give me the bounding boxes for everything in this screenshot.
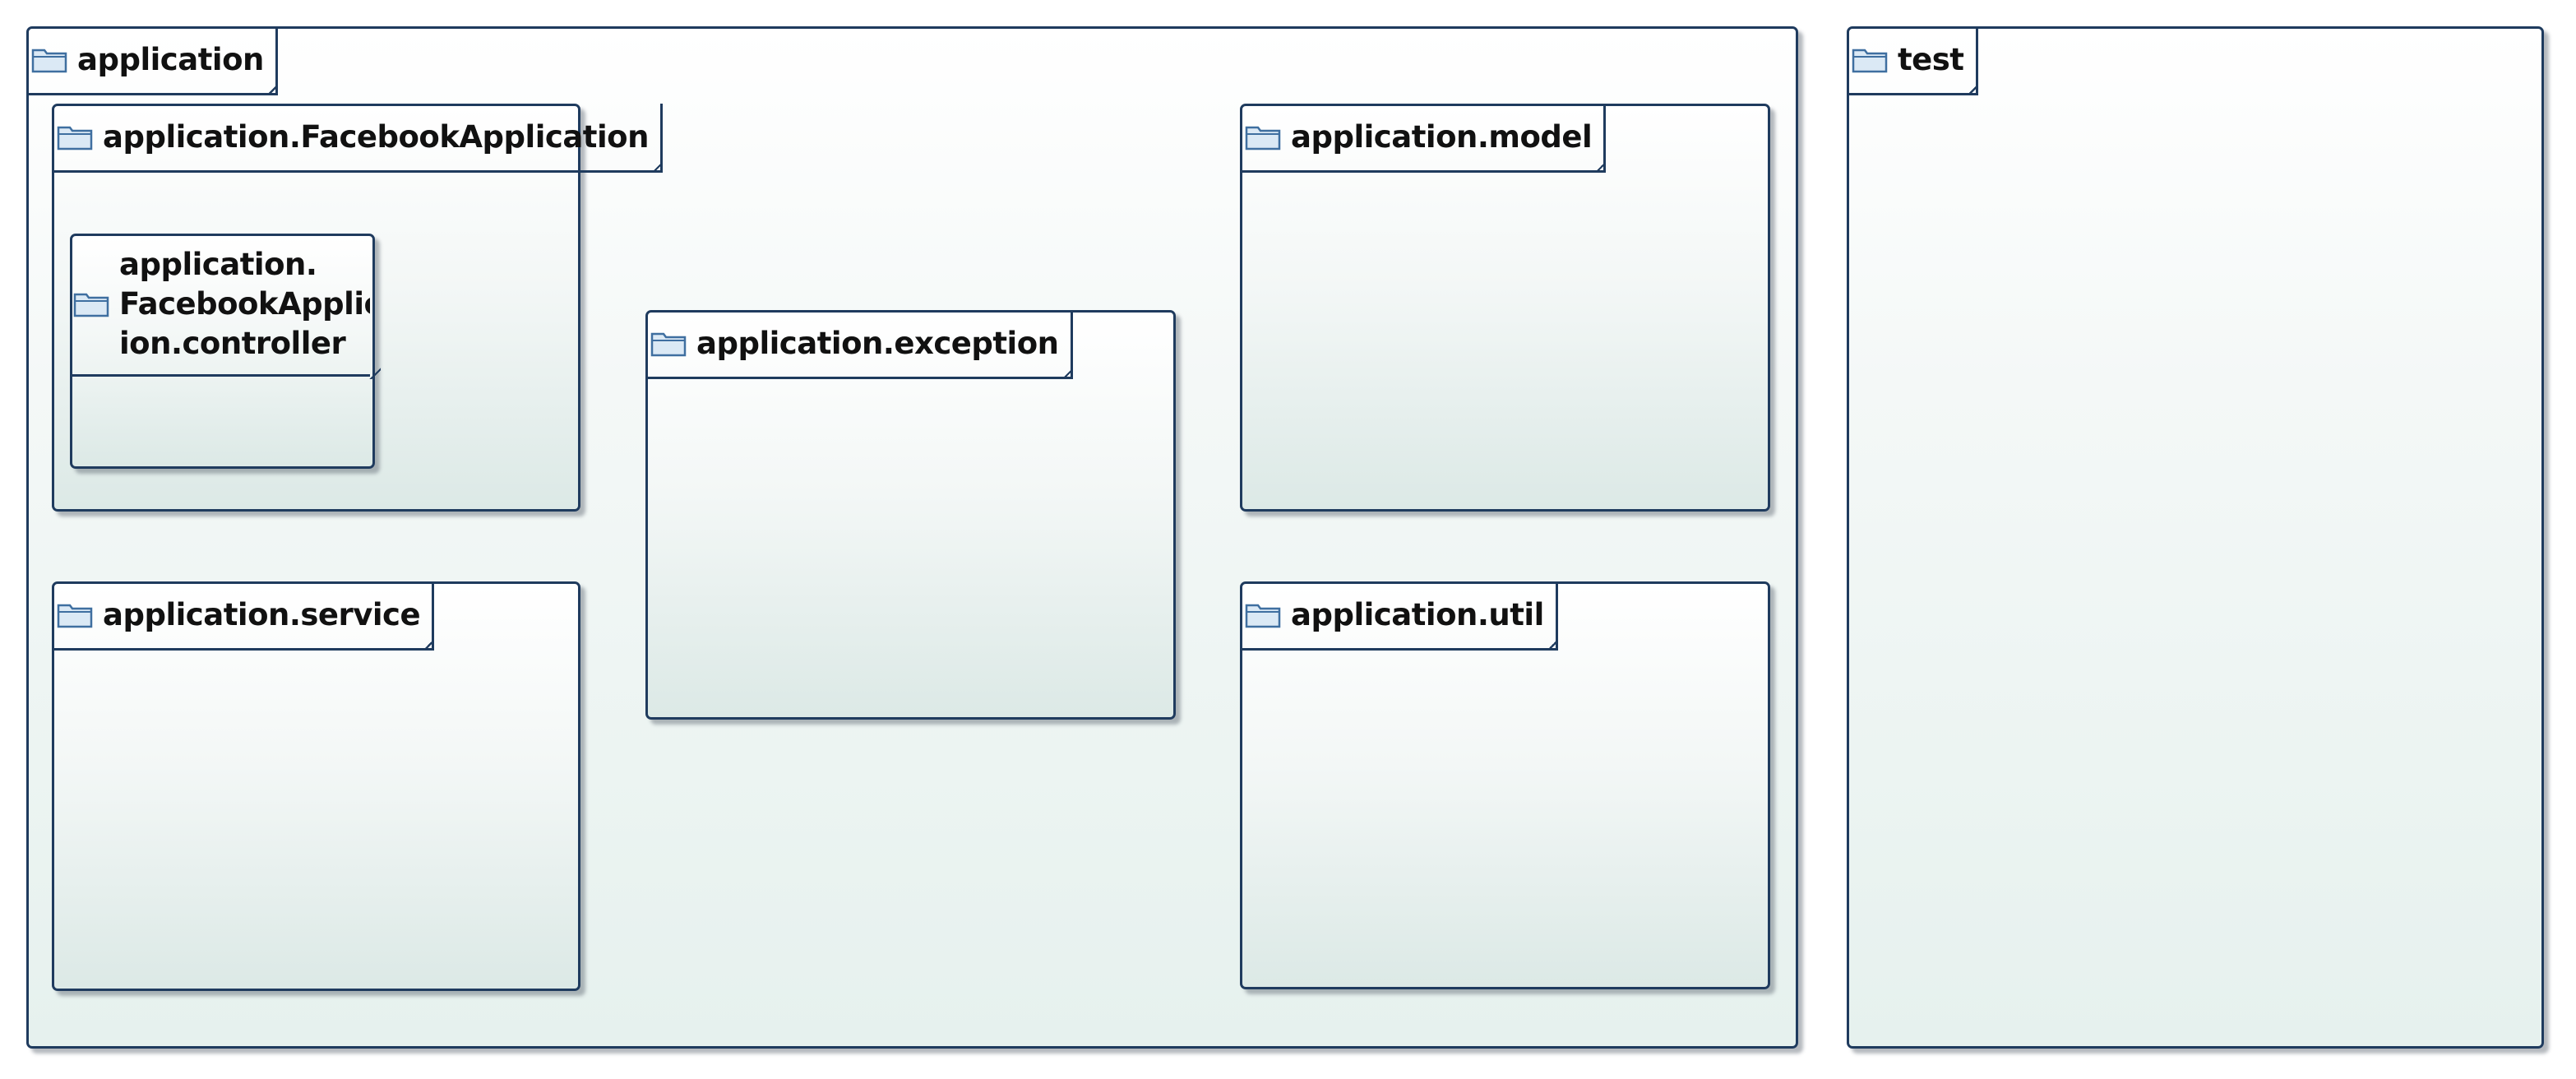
folder-icon <box>1852 47 1888 73</box>
folder-icon <box>57 602 93 628</box>
package-controller[interactable]: application. FacebookApplicat ion.contro… <box>70 234 381 469</box>
package-controller-label-line-3: ion.controller <box>119 325 346 361</box>
package-util-tab: application.util <box>1240 581 1558 651</box>
package-model-tab: application.model <box>1240 104 1607 173</box>
package-service-tab: application.service <box>52 581 435 651</box>
package-service[interactable]: application.service <box>52 581 580 991</box>
folder-icon <box>31 47 67 73</box>
package-util[interactable]: application.util <box>1240 581 1770 989</box>
package-facebook-application-tab: application.FacebookApplication <box>52 104 663 173</box>
package-application-tab: application <box>26 26 278 95</box>
package-controller-label-line-1: application. <box>119 246 317 282</box>
folder-icon <box>73 291 109 317</box>
package-exception-tab: application.exception <box>645 310 1073 379</box>
folder-icon <box>650 331 687 357</box>
package-exception[interactable]: application.exception <box>645 310 1176 720</box>
package-test-label: test <box>1898 42 1964 77</box>
folder-icon <box>1245 602 1281 628</box>
package-facebook-application-label: application.FacebookApplication <box>103 119 649 155</box>
package-service-label: application.service <box>103 597 421 632</box>
package-model[interactable]: application.model <box>1240 104 1770 512</box>
package-test-tab: test <box>1847 26 1978 95</box>
package-controller-label-line-2: FacebookApplicat <box>119 285 370 322</box>
package-controller-tab-notch <box>369 368 381 379</box>
package-controller-label: application. FacebookApplicat ion.contro… <box>119 245 370 364</box>
package-controller-tab: application. FacebookApplicat ion.contro… <box>70 234 370 377</box>
folder-icon <box>1245 124 1281 151</box>
package-util-label: application.util <box>1291 597 1544 632</box>
package-model-label: application.model <box>1291 119 1593 155</box>
package-exception-label: application.exception <box>696 326 1059 361</box>
package-test[interactable]: test <box>1847 26 2544 1049</box>
package-application-label: application <box>77 42 264 77</box>
folder-icon <box>57 124 93 151</box>
